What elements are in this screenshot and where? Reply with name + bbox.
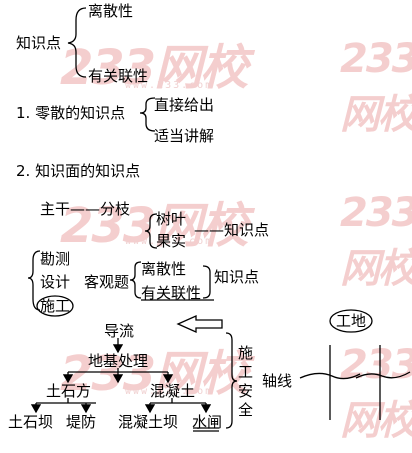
sluice-label: 水闸 <box>192 413 223 431</box>
dash-knowledge-label: ——知识点 <box>194 221 270 239</box>
site-label: 工地 <box>336 312 367 330</box>
item-survey: 勘测 <box>40 250 71 268</box>
watermark-logo-2: 233网校 <box>340 36 412 138</box>
fruit-label: 果实 <box>156 232 187 250</box>
safety-char-2: 工 <box>238 363 254 381</box>
trunk-branch-label: 主干——分枝 <box>40 200 131 218</box>
safety-char-4: 全 <box>238 401 254 419</box>
bracket-properties <box>202 265 211 299</box>
correlated-label: 有关联性 <box>88 67 149 85</box>
direct-give-label: 直接给出 <box>154 96 215 114</box>
section1-heading: 1. 零散的知识点 <box>16 104 126 122</box>
axis-label: 轴线 <box>262 372 293 390</box>
leaf-label: 树叶 <box>156 210 187 228</box>
watermark-logo-6: 233网校 <box>340 342 412 444</box>
ellipse-site <box>329 309 373 333</box>
item-construction: 施工 <box>40 297 71 315</box>
brace-flow <box>225 332 238 429</box>
brace-scattered <box>139 97 156 132</box>
prop-discrete-label: 离散性 <box>141 260 187 278</box>
brace-leaves <box>144 213 158 249</box>
levee-label: 堤防 <box>66 413 97 431</box>
safety-char-1: 施 <box>238 344 254 362</box>
concrete-dam-label: 混凝土坝 <box>118 413 179 431</box>
watermark-logo-3: 233网校 <box>60 198 248 254</box>
brace-items <box>27 250 41 311</box>
explain-label: 适当讲解 <box>154 127 215 145</box>
watermark-logo-1: 233网校 <box>60 40 248 96</box>
objective-question-label: 客观题 <box>84 273 130 291</box>
knowledge-point-label: 知识点 <box>16 34 62 52</box>
watermark-url-3: www.233.com <box>125 236 214 247</box>
watermark-logo-4: 233网校 <box>340 190 412 292</box>
concrete-label: 混凝土 <box>150 382 196 400</box>
discrete-label: 离散性 <box>88 2 134 20</box>
prop-correlated-label: 有关联性 <box>141 284 202 302</box>
section2-heading: 2. 知识面的知识点 <box>16 162 141 180</box>
earth-dam-label: 土石坝 <box>8 413 54 431</box>
ellipse-construction <box>36 295 74 317</box>
watermark-logo-5: 233网校 <box>60 346 248 402</box>
brace-knowledge <box>67 7 87 78</box>
diversion-label: 导流 <box>104 322 135 340</box>
watermark-url-1: www.233.com <box>125 80 214 91</box>
foundation-label: 地基处理 <box>88 352 149 370</box>
item-design: 设计 <box>40 273 71 291</box>
earthwork-label: 土石方 <box>46 382 92 400</box>
watermark-url-5: www.233.com <box>125 386 214 397</box>
prop-knowledge-label: 知识点 <box>214 268 260 286</box>
safety-char-3: 安 <box>238 382 254 400</box>
brace-properties <box>129 261 142 299</box>
hollow-arrow-left <box>176 314 223 334</box>
